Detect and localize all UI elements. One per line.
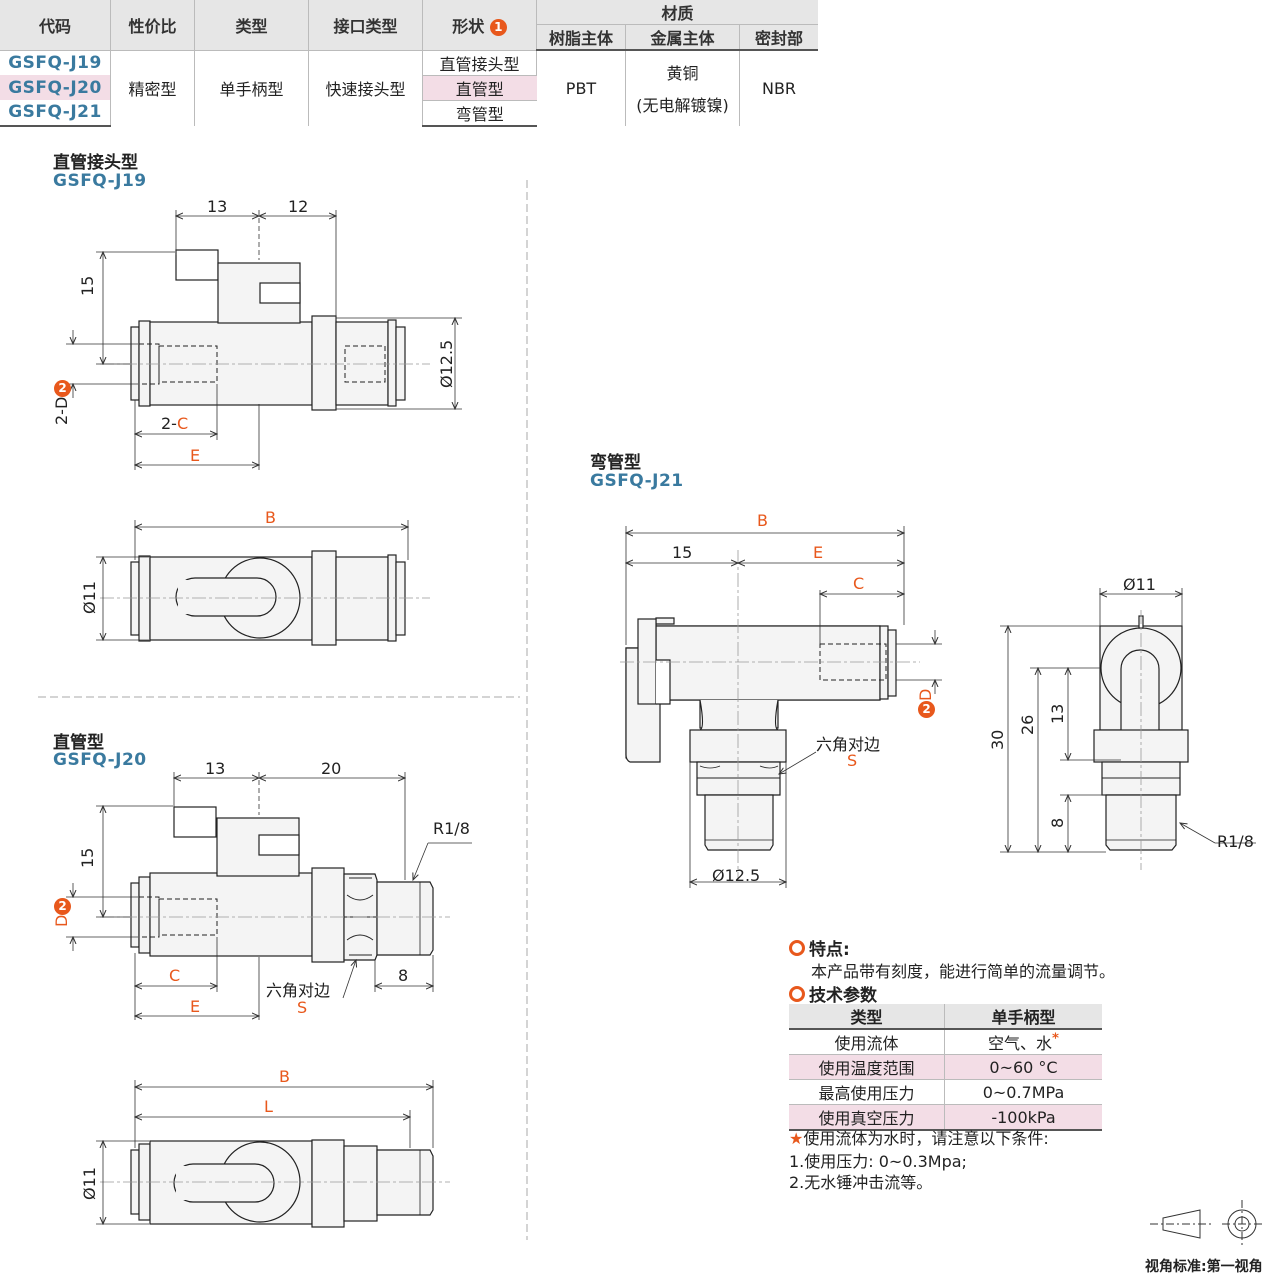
j19-dim-dia11: Ø11	[80, 581, 99, 614]
j21-title: 弯管型	[590, 453, 641, 473]
j20-title: 直管型	[53, 733, 104, 753]
j19-code: GSFQ-J19	[53, 171, 147, 191]
tech-row-value: 空气、水*	[944, 1029, 1102, 1055]
j21-dim-s: S	[847, 751, 858, 770]
j20-dim-15: 15	[78, 847, 97, 868]
j21-thread: R1/8	[1217, 832, 1254, 851]
j20-dim-8: 8	[398, 966, 409, 985]
header-seal: 密封部	[739, 24, 818, 51]
j21-hex-label: 六角对边	[816, 735, 881, 754]
j21-dim-8: 8	[1048, 817, 1067, 828]
j21-dim-30: 30	[988, 729, 1007, 750]
tech-row-value: 0~0.7MPa	[944, 1079, 1102, 1105]
j19-dim-d: 2-D2	[52, 379, 71, 425]
tech-header-type: 类型	[789, 1004, 945, 1030]
j21-dim-dia: Ø12.5	[712, 866, 761, 885]
projection-label: 视角标准:第一视角	[1145, 1259, 1263, 1275]
j19-dim-12: 12	[288, 197, 309, 216]
features-text: 本产品带有刻度，能进行简单的流量调节。	[811, 962, 1116, 981]
j20-dim-l: L	[264, 1097, 273, 1116]
first-angle-symbol	[1150, 1200, 1262, 1248]
cell-value: 精密型	[110, 50, 195, 126]
ring-icon	[789, 986, 805, 1002]
j19-title: 直管接头型	[53, 153, 138, 173]
cell-metal: 黄铜(无电解镀镍)	[625, 50, 740, 126]
note-line-2: 2.无水锤冲击流等。	[789, 1173, 933, 1192]
j21-front-view	[620, 550, 920, 880]
cell-shape-0: 直管接头型	[422, 50, 537, 76]
header-shape: 形状 1	[422, 0, 537, 51]
j21-dim-13: 13	[1048, 703, 1067, 724]
j19-front-view	[100, 249, 430, 411]
j20-hex-label: 六角对边	[266, 981, 331, 1000]
tech-heading: 技术参数	[789, 981, 877, 1006]
star-icon: ★	[789, 1129, 804, 1148]
header-metal: 金属主体	[625, 24, 740, 51]
j21-dim-c: C	[853, 574, 865, 593]
j21-side-view	[1093, 610, 1189, 870]
j20-dim-e: E	[190, 997, 201, 1016]
features-heading: 特点:	[789, 935, 850, 960]
j20-code: GSFQ-J20	[53, 750, 147, 770]
tech-row-label: 使用温度范围	[789, 1054, 945, 1080]
header-type: 类型	[194, 0, 309, 51]
header-code: 代码	[0, 0, 111, 51]
cell-port: 快速接头型	[308, 50, 423, 126]
code-j20: GSFQ-J20	[0, 75, 111, 100]
j19-dim-c: 2-C	[161, 414, 189, 433]
j20-dim-dia11: Ø11	[80, 1167, 99, 1200]
cell-shape-1: 直管型	[422, 75, 537, 101]
tech-header-handle: 单手柄型	[944, 1004, 1102, 1030]
j20-front-view	[100, 806, 450, 963]
tech-row-label: 最高使用压力	[789, 1079, 945, 1105]
tech-row-value: 0~60 °C	[944, 1054, 1102, 1080]
spec-table: 代码 性价比 类型 接口类型 形状 1 材质 树脂主体 金属主体 密封部 GSF…	[0, 0, 818, 127]
tech-row-label: 使用真空压力	[789, 1104, 945, 1131]
cell-shape-2: 弯管型	[422, 100, 537, 127]
j19-dim-b: B	[265, 508, 276, 527]
j20-thread: R1/8	[433, 819, 470, 838]
cell-resin: PBT	[536, 50, 626, 126]
j21-dim-15: 15	[672, 543, 693, 562]
j19-dim-15: 15	[78, 275, 97, 296]
star-note: ★使用流体为水时，请注意以下条件:	[789, 1129, 1049, 1148]
j21-dim-b: B	[757, 511, 768, 530]
note-1-icon: 1	[489, 18, 507, 36]
j20-dim-s: S	[297, 998, 308, 1017]
cell-type: 单手柄型	[194, 50, 309, 126]
j20-dim-13: 13	[205, 759, 226, 778]
ring-icon	[789, 940, 805, 956]
j19-dim-e: E	[190, 446, 201, 465]
tech-row-value: -100kPa	[944, 1104, 1102, 1131]
code-j19: GSFQ-J19	[0, 50, 111, 75]
j21-dim-dia11: Ø11	[1123, 575, 1156, 594]
j21-dim-d: 2D	[916, 688, 935, 718]
j19-dim-dia: Ø12.5	[437, 339, 456, 388]
j21-code: GSFQ-J21	[590, 471, 684, 491]
tech-row-label: 使用流体	[789, 1029, 945, 1055]
j20-top-view	[100, 1139, 450, 1228]
note-line-1: 1.使用压力: 0~0.3Mpa;	[789, 1152, 967, 1171]
j20-dim-20: 20	[321, 759, 342, 778]
j19-top-view	[100, 550, 430, 646]
header-resin: 树脂主体	[536, 24, 626, 51]
header-material: 材质	[536, 0, 818, 25]
header-value: 性价比	[110, 0, 195, 51]
tech-table: 类型 单手柄型 使用流体 空气、水* 使用温度范围 0~60 °C 最高使用压力…	[789, 1004, 1102, 1131]
code-j21: GSFQ-J21	[0, 100, 111, 127]
j21-dim-e: E	[813, 543, 824, 562]
j20-dim-c: C	[169, 966, 181, 985]
j21-dim-26: 26	[1018, 714, 1037, 735]
j19-dim-13: 13	[207, 197, 228, 216]
j20-dim-b: B	[279, 1067, 290, 1086]
cell-seal: NBR	[761, 78, 797, 98]
j20-dim-d: D2	[52, 897, 71, 927]
header-port: 接口类型	[308, 0, 423, 51]
